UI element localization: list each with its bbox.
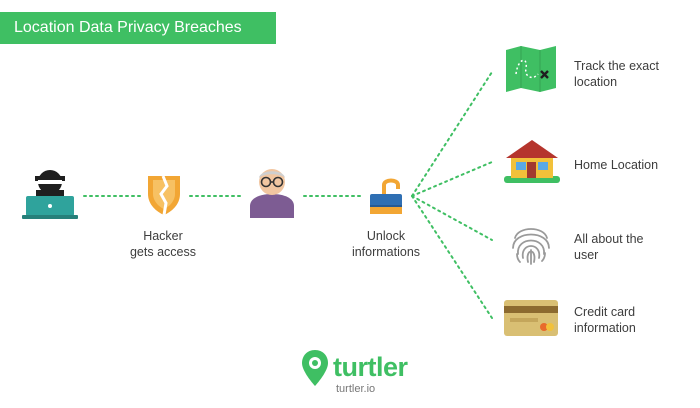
outcome-label-location: Track the exact location: [574, 59, 659, 89]
brand-url: turtler.io: [336, 383, 376, 395]
hacker-step-label: Hacker gets access: [129, 229, 196, 259]
diagram-title: Location Data Privacy Breaches: [0, 12, 276, 44]
turtler-logo-icon: [302, 350, 328, 386]
map-icon: [506, 46, 556, 92]
house-icon: [504, 140, 560, 183]
outcome-label-user: All about the user: [574, 232, 644, 262]
unlocked-padlock-icon: [370, 178, 402, 214]
broken-shield-icon: [148, 175, 180, 216]
hacker-icon: [22, 170, 78, 219]
fingerprint-icon: [512, 228, 550, 265]
outcome-label-card: Credit card information: [574, 305, 636, 335]
outcome-label-home: Home Location: [574, 158, 659, 172]
credit-card-icon: [504, 300, 558, 336]
brand-name: turtler: [333, 352, 408, 382]
user-icon: [250, 169, 294, 218]
unlock-step-label: Unlock informations: [351, 229, 421, 259]
